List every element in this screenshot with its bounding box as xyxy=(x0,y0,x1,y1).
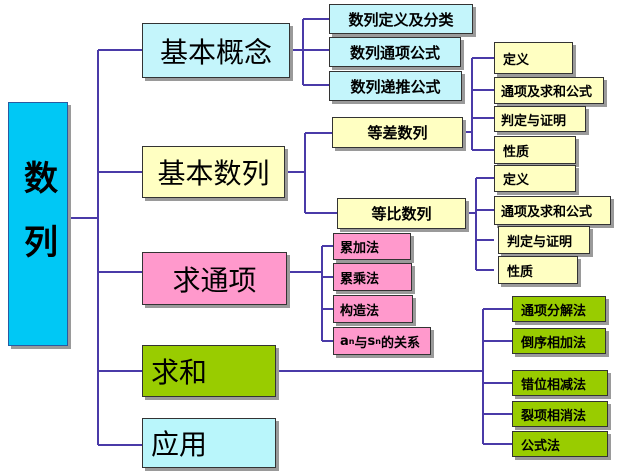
arithmetic-item-formulas: 通项及求和公式 xyxy=(494,77,604,104)
concept-item-definition: 数列定义及分类 xyxy=(329,4,473,34)
relation-connector: 与 xyxy=(354,335,368,351)
sum-method-formula: 公式法 xyxy=(512,431,608,457)
geometric-item-formulas: 通项及求和公式 xyxy=(494,196,611,225)
root-node: 数列 xyxy=(8,102,68,346)
category-summation: 求和 xyxy=(142,345,276,397)
sn-subscript: n xyxy=(375,336,381,346)
geometric-item-definition: 定义 xyxy=(494,165,576,192)
concept-item-general-formula: 数列通项公式 xyxy=(329,37,461,67)
category-basic-concept: 基本概念 xyxy=(142,23,290,78)
category-application: 应用 xyxy=(142,418,276,468)
arithmetic-item-definition: 定义 xyxy=(494,42,573,74)
relation-text: 的关系 xyxy=(380,335,420,351)
an-symbol: a xyxy=(340,333,349,349)
arithmetic-item-properties: 性质 xyxy=(494,136,576,164)
geometric-item-proof: 判定与证明 xyxy=(498,226,590,254)
concept-item-recursive-formula: 数列递推公式 xyxy=(329,71,462,101)
sn-symbol: s xyxy=(367,333,376,349)
sum-method-term-decomposition: 通项分解法 xyxy=(512,296,606,322)
method-construction: 构造法 xyxy=(333,295,413,323)
category-general-term: 求通项 xyxy=(142,252,287,305)
method-cumulative-sum: 累加法 xyxy=(333,233,411,260)
an-subscript: n xyxy=(348,336,355,346)
geometric-sequence: 等比数列 xyxy=(337,198,466,229)
method-cumulative-product: 累乘法 xyxy=(333,263,412,291)
arithmetic-sequence: 等差数列 xyxy=(332,117,463,148)
sum-method-dislocation-subtraction: 错位相减法 xyxy=(512,370,608,396)
category-basic-sequence: 基本数列 xyxy=(142,146,285,198)
sum-method-split-cancel: 裂项相消法 xyxy=(512,401,608,427)
sum-method-reverse-addition: 倒序相加法 xyxy=(512,328,606,354)
arithmetic-item-proof: 判定与证明 xyxy=(494,106,586,132)
geometric-item-properties: 性质 xyxy=(498,256,578,284)
